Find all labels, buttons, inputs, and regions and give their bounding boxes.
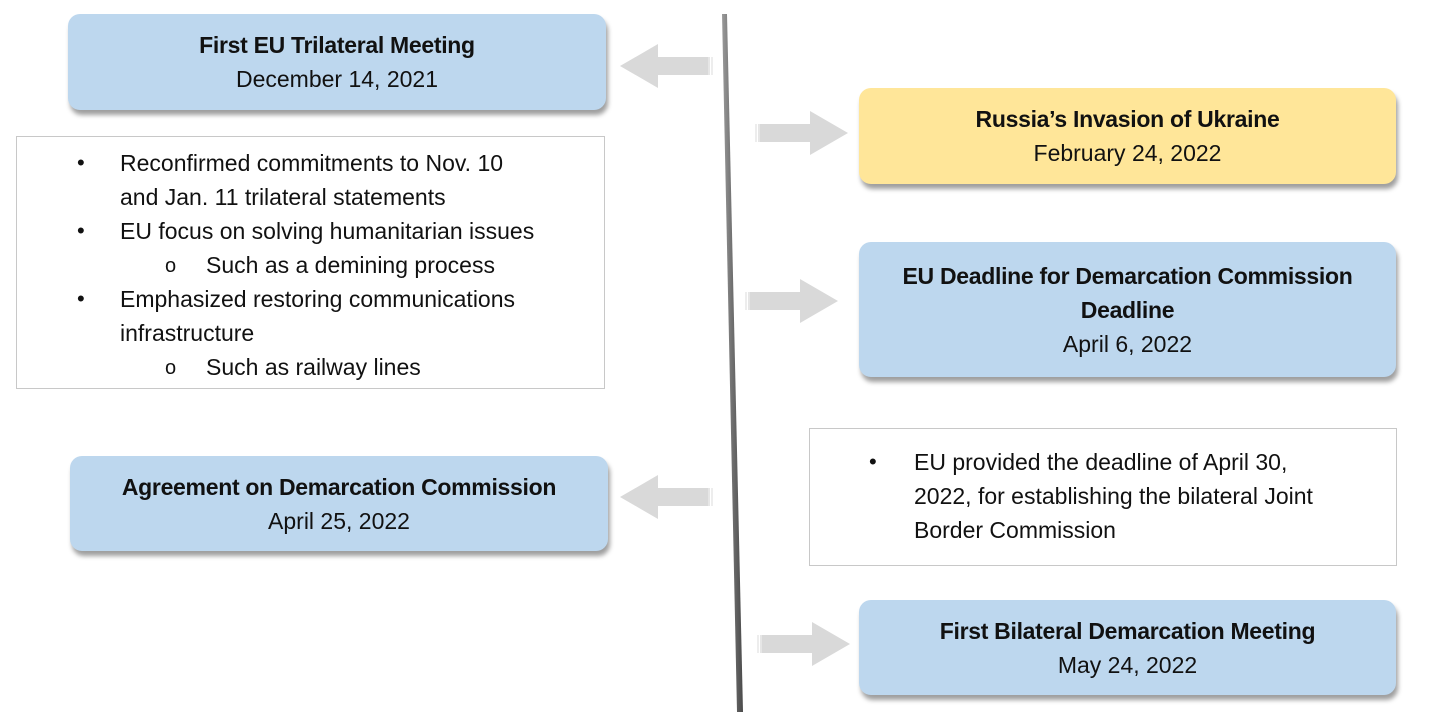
event-title: Agreement on Demarcation Commission <box>121 473 557 500</box>
note-text: infrastructure <box>120 320 255 346</box>
note-text: EU focus on solving humanitarian issues <box>120 218 535 244</box>
arrow-left-first-trilateral <box>620 44 713 88</box>
arrow-right-eu-deadline <box>745 279 838 323</box>
note-text: EU provided the deadline of April 30, <box>914 449 1288 475</box>
event-eu-deadline: EU Deadline for Demarcation Commission D… <box>859 242 1396 377</box>
event-date: April 25, 2022 <box>268 507 410 534</box>
note-text: Border Commission <box>914 517 1116 543</box>
note-subitem: Such as railway lines <box>17 350 604 385</box>
event-date: February 24, 2022 <box>1033 140 1222 166</box>
arrow-left-agreement <box>620 475 713 519</box>
note-item: .n1::before{} Reconfirmed commitments to… <box>17 146 604 214</box>
note-text: and Jan. 11 trilateral statements <box>120 184 446 210</box>
event-title: First EU Trilateral Meeting <box>199 32 475 58</box>
event-title: First Bilateral Demarcation Meeting <box>939 617 1316 644</box>
event-first-trilateral-meeting: First EU Trilateral Meeting December 14,… <box>68 14 606 110</box>
note-item: Emphasized restoring communications infr… <box>17 282 604 350</box>
note-text: Such as a demining process <box>206 252 495 278</box>
notes-first-trilateral: .n1::before{} Reconfirmed commitments to… <box>16 136 605 389</box>
note-text: Emphasized restoring communications <box>120 286 516 312</box>
note-text: Such as railway lines <box>206 354 421 380</box>
event-title-continued: Deadline <box>1080 296 1175 323</box>
event-date: April 6, 2022 <box>1062 330 1193 357</box>
arrow-right-russia-invasion <box>755 111 848 155</box>
note-text: Reconfirmed commitments to Nov. 10 <box>120 150 504 176</box>
note-text: 2022, for establishing the bilateral Joi… <box>914 483 1313 509</box>
note-item: EU provided the deadline of April 30, 20… <box>810 445 1396 547</box>
arrow-right-first-bilateral <box>757 622 850 666</box>
event-date: May 24, 2022 <box>1057 651 1198 678</box>
note-item: EU focus on solving humanitarian issues <box>17 214 604 248</box>
notes-eu-deadline: EU provided the deadline of April 30, 20… <box>809 428 1397 566</box>
event-title: EU Deadline for Demarcation Commission <box>902 262 1353 289</box>
event-russia-invasion: Russia’s Invasion of Ukraine February 24… <box>859 88 1396 184</box>
event-first-bilateral-meeting: First Bilateral Demarcation Meeting May … <box>859 600 1396 695</box>
event-title: Russia’s Invasion of Ukraine <box>975 106 1280 132</box>
event-agreement-demarcation: Agreement on Demarcation Commission Apri… <box>70 456 608 551</box>
event-date: December 14, 2021 <box>235 66 438 92</box>
note-subitem: Such as a demining process <box>17 248 604 283</box>
